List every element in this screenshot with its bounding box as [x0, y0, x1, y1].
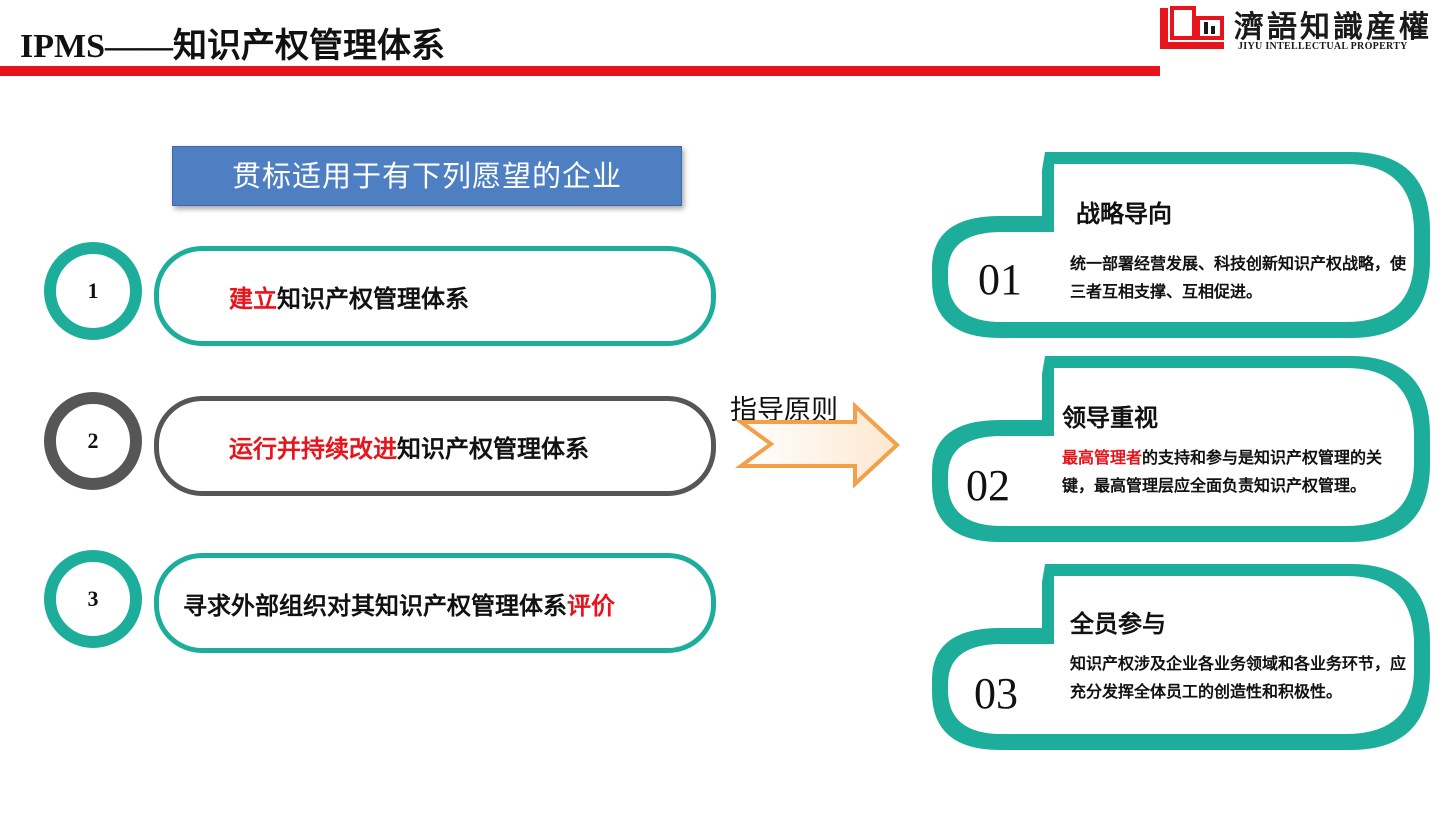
item-pill: 运行并持续改进知识产权管理体系 — [154, 396, 716, 496]
principle-number: 02 — [966, 461, 1010, 510]
item-number-circle: 1 — [44, 242, 142, 340]
item-number-circle: 2 — [44, 392, 142, 490]
item-pill: 建立知识产权管理体系 — [154, 246, 716, 346]
item-number: 1 — [87, 278, 99, 303]
scope-heading-box: 贯标适用于有下列愿望的企业 — [172, 146, 682, 206]
principle-card: 02 领导重视 最高管理者的支持和参与是知识产权管理的关键，最高管理层应全面负责… — [930, 354, 1450, 542]
item-highlight: 评价 — [567, 590, 615, 620]
item-highlight: 运行并持续改进 — [229, 433, 397, 463]
item-text: 寻求外部组织对其知识产权管理体系 — [183, 590, 567, 620]
card-frame-shape — [932, 564, 1430, 750]
principle-body: 的支持和参与是知识产权管理的关键，最高管理层应全面负责知识产权管理。 — [1062, 448, 1383, 495]
principle-title: 全员参与 — [1070, 609, 1166, 638]
principle-number: 03 — [974, 669, 1018, 718]
logo-english-name: JIYU INTELLECTUAL PROPERTY — [1238, 41, 1408, 52]
principle-highlight: 最高管理者 — [1062, 448, 1143, 467]
company-logo: 濟語知識産權 JIYU INTELLECTUAL PROPERTY — [1158, 2, 1448, 58]
principle-text: 最高管理者的支持和参与是知识产权管理的关键，最高管理层应全面负责知识产权管理。 — [1062, 444, 1407, 500]
card-frame-shape — [932, 356, 1430, 542]
item-text: 知识产权管理体系 — [277, 283, 469, 313]
card-frame-shape — [932, 152, 1430, 338]
item-pill: 寻求外部组织对其知识产权管理体系评价 — [154, 553, 716, 653]
principle-text: 知识产权涉及企业各业务领域和各业务环节，应充分发挥全体员工的创造性和积极性。 — [1070, 650, 1415, 706]
open-book-logo-icon — [1160, 6, 1224, 49]
principle-body: 知识产权涉及企业各业务领域和各业务环节，应充分发挥全体员工的创造性和积极性。 — [1070, 654, 1407, 701]
principle-number: 01 — [978, 255, 1022, 304]
principle-card: 01 战略导向 统一部署经营发展、科技创新知识产权战略，使三者互相支撑、互相促进… — [930, 150, 1450, 338]
page-title: IPMS——知识产权管理体系 — [20, 28, 445, 65]
title-underline-bar — [0, 66, 1160, 76]
logo-chinese-name: 濟語知識産權 — [1234, 10, 1432, 45]
item-number: 3 — [87, 586, 99, 611]
item-text: 知识产权管理体系 — [397, 433, 589, 463]
principle-title: 领导重视 — [1062, 403, 1158, 432]
item-number-circle: 3 — [44, 550, 142, 648]
principle-title: 战略导向 — [1076, 199, 1172, 228]
item-highlight: 建立 — [229, 283, 277, 313]
principle-card: 03 全员参与 知识产权涉及企业各业务领域和各业务环节，应充分发挥全体员工的创造… — [930, 562, 1450, 750]
principle-body: 统一部署经营发展、科技创新知识产权战略，使三者互相支撑、互相促进。 — [1070, 254, 1407, 301]
item-number: 2 — [87, 428, 99, 453]
principle-text: 统一部署经营发展、科技创新知识产权战略，使三者互相支撑、互相促进。 — [1070, 250, 1415, 306]
right-arrow-icon — [735, 401, 900, 489]
